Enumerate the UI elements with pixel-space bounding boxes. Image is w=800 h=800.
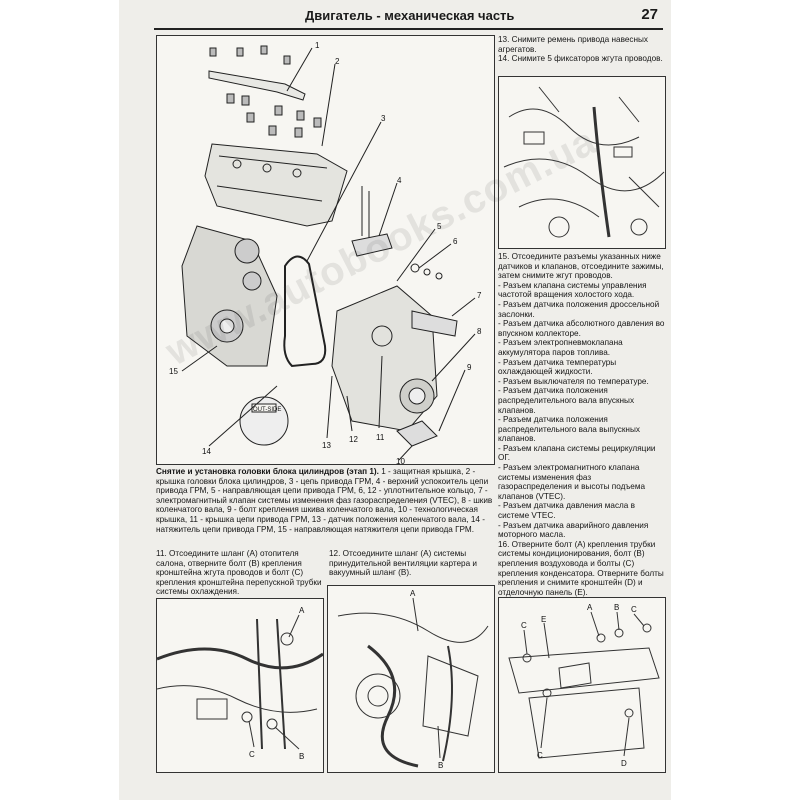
callout-4: 4 xyxy=(397,176,402,185)
exploded-view-drawing: 1 2 3 4 5 6 7 8 9 10 11 12 13 14 15 OUT-… xyxy=(169,41,482,464)
callout-10: 10 xyxy=(396,457,405,464)
label-a: A xyxy=(299,606,305,615)
step-15-16-text: 15. Отсоедините разъемы указанных ниже д… xyxy=(498,252,665,597)
out-side-stamp: OUT-SIDE xyxy=(253,407,281,413)
connector-item-10: - Разъем электромагнитного клапана систе… xyxy=(498,463,646,501)
connector-item-9: - Разъем клапана системы рециркуляции ОГ… xyxy=(498,443,656,463)
callout-2: 2 xyxy=(335,57,340,66)
step-11-text: 11. Отсоедините шланг (А) отопителя сало… xyxy=(156,549,322,597)
heater-hose-photo: A C B xyxy=(156,598,324,773)
label-b-3: B xyxy=(614,603,619,612)
callout-8: 8 xyxy=(477,327,482,336)
caption-text: 1 - защитная крышка, 2 - крышка головки … xyxy=(156,467,493,534)
callout-5: 5 xyxy=(437,222,442,231)
label-e-3: E xyxy=(541,615,546,624)
callout-11: 11 xyxy=(376,433,385,442)
label-a-2: A xyxy=(410,589,416,598)
condenser-bracket-photo: C E A B C C D xyxy=(498,597,666,773)
cylinder-head-exploded-figure: 1 2 3 4 5 6 7 8 9 10 11 12 13 14 15 OUT-… xyxy=(156,35,495,465)
header-rule xyxy=(154,28,663,30)
callout-6: 6 xyxy=(453,237,458,246)
pcv-hose-photo: A B xyxy=(327,585,495,773)
step-12-text: 12. Отсоедините шланг (А) системы принуд… xyxy=(329,549,477,578)
label-b-2: B xyxy=(438,761,443,770)
connector-item-2: - Разъем датчика положения дроссельной з… xyxy=(498,299,660,319)
callout-12: 12 xyxy=(349,435,358,444)
page-header: Двигатель - механическая часть 27 xyxy=(119,0,671,30)
label-b: B xyxy=(299,752,304,761)
connector-item-11: - Разъем датчика давления масла в систем… xyxy=(498,501,635,521)
heater-hose-drawing: A C B xyxy=(157,606,323,761)
step-13: 13. Снимите ремень привода навесных агре… xyxy=(498,35,648,54)
callout-1: 1 xyxy=(315,41,320,50)
callout-3: 3 xyxy=(381,114,386,123)
connector-item-4: - Разъем электропневмоклапана аккумулято… xyxy=(498,338,623,357)
callout-13: 13 xyxy=(322,441,331,450)
callout-7: 7 xyxy=(477,291,482,300)
connector-item-8: - Разъем датчика положения распределител… xyxy=(498,415,640,444)
connector-item-6: - Разъем выключателя по температуре. xyxy=(498,376,649,386)
label-c-3: C xyxy=(521,621,527,630)
step-13-14-text: 13. Снимите ремень привода навесных агре… xyxy=(498,35,665,64)
step-16: 16. Отверните болт (А) крепления трубки … xyxy=(498,539,664,597)
callout-15: 15 xyxy=(169,367,178,376)
connector-item-7: - Разъем датчика положения распределител… xyxy=(498,386,635,415)
connector-item-5: - Разъем датчика температуры охлаждающей… xyxy=(498,357,617,377)
callout-14: 14 xyxy=(202,447,211,456)
main-figure-caption: Снятие и установка головки блока цилиндр… xyxy=(156,467,493,534)
label-d-3: D xyxy=(621,759,627,768)
callout-9: 9 xyxy=(467,363,472,372)
harness-clips-photo xyxy=(498,76,666,249)
section-title: Двигатель - механическая часть xyxy=(305,8,515,23)
harness-clips-drawing xyxy=(503,86,665,238)
connector-item-1: - Разъем клапана системы управления част… xyxy=(498,280,647,300)
step-15: 15. Отсоедините разъемы указанных ниже д… xyxy=(498,252,664,281)
manual-page: Двигатель - механическая часть 27 xyxy=(119,0,671,800)
label-a-3: A xyxy=(587,603,593,612)
connector-item-3: - Разъем датчика абсолютного давления во… xyxy=(498,319,665,338)
pcv-hose-drawing: A B xyxy=(337,589,489,770)
label-c-3c: C xyxy=(537,751,543,760)
step-14: 14. Снимите 5 фиксаторов жгута проводов. xyxy=(498,54,663,64)
label-c-3b: C xyxy=(631,605,637,614)
caption-title: Снятие и установка головки блока цилиндр… xyxy=(156,467,379,476)
condenser-bracket-drawing: C E A B C C D xyxy=(508,603,660,768)
connector-item-12: - Разъем датчика аварийного давления мот… xyxy=(498,520,649,540)
label-c: C xyxy=(249,750,255,759)
page-number: 27 xyxy=(641,6,658,23)
